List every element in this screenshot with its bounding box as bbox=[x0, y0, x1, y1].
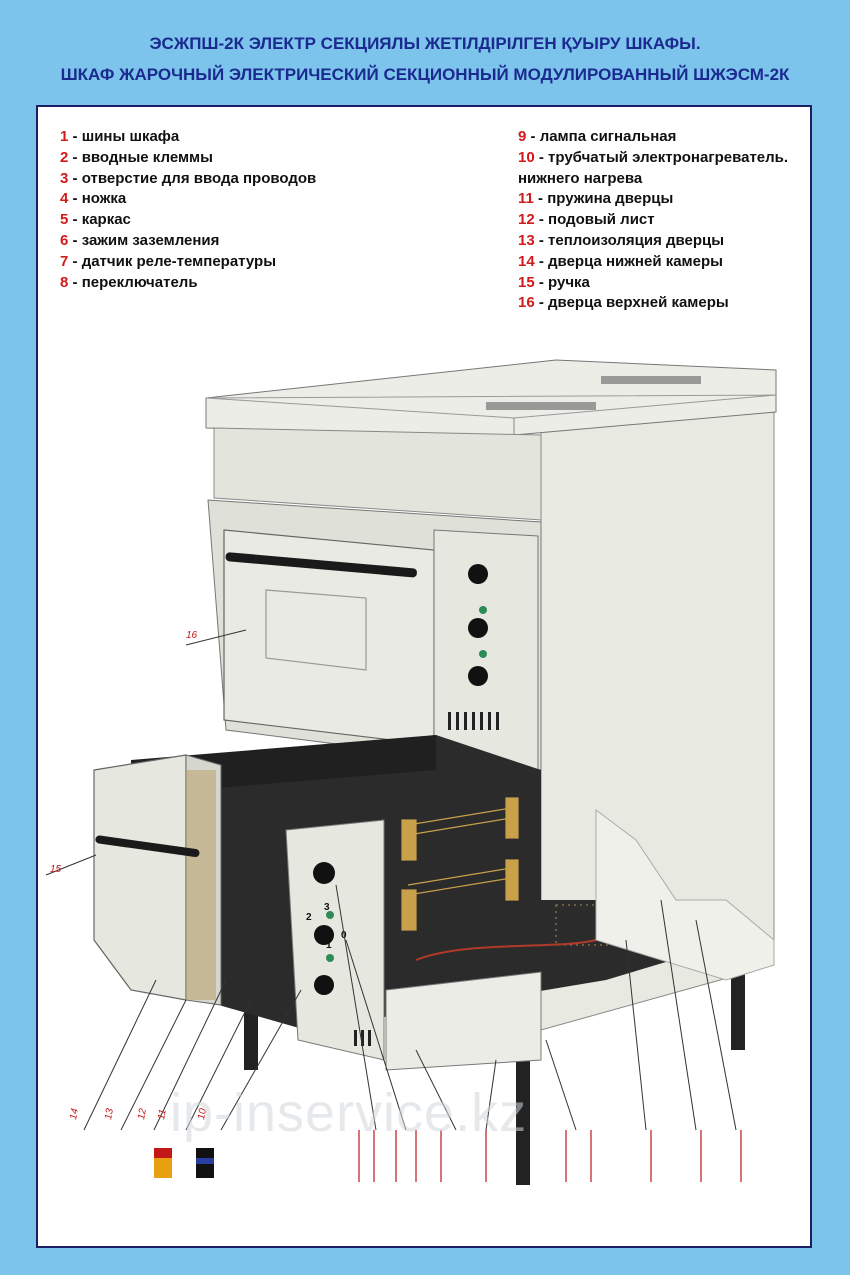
tag-12: 12 bbox=[136, 1107, 149, 1120]
lower-chamber-interior bbox=[121, 735, 706, 1030]
legend-item: 14 - дверца нижней камеры bbox=[518, 252, 723, 270]
lower-knob-3 bbox=[314, 975, 334, 995]
legend-left: 1 - шины шкафа 2 - вводные клеммы 3 - от… bbox=[60, 127, 316, 293]
title-russian: ШКАФ ЖАРОЧНЫЙ ЭЛЕКТРИЧЕСКИЙ СЕКЦИОННЫЙ М… bbox=[60, 65, 790, 84]
legend-item: 7 - датчик реле-температуры bbox=[60, 252, 277, 270]
upper-front-panel bbox=[213, 427, 542, 521]
door-insulation bbox=[186, 770, 216, 1000]
svg-text:3: 3 bbox=[324, 902, 330, 913]
watermark: ip-inservice.kz bbox=[170, 1083, 528, 1143]
oven-illustration: 2 1 0 3 16 15 14 bbox=[45, 359, 777, 1185]
legend-item: 3 - отверстие для ввода проводов bbox=[60, 169, 317, 187]
upper-door-handle bbox=[225, 552, 417, 578]
callout-ticks bbox=[358, 1130, 742, 1182]
legend-item: 16 - дверца верхней камеры bbox=[518, 294, 729, 312]
leader-lines bbox=[45, 629, 737, 1131]
tag-16: 16 bbox=[186, 630, 198, 641]
heating-elements bbox=[401, 797, 519, 931]
upper-vent bbox=[448, 712, 499, 730]
signal-lamp bbox=[479, 606, 487, 614]
lower-control-panel bbox=[285, 819, 385, 1061]
legend-item: 5 - каркас bbox=[60, 211, 131, 229]
legend-item: 8 - переключатель bbox=[60, 273, 198, 291]
svg-text:2: 2 bbox=[306, 912, 312, 923]
color-swatches bbox=[154, 1148, 214, 1178]
lower-vent bbox=[354, 1030, 371, 1046]
legend-item: 15 - ручка bbox=[518, 273, 590, 291]
legend-item: 4 - ножка bbox=[60, 190, 127, 208]
svg-text:1: 1 bbox=[326, 940, 332, 951]
lower-thermostat-knob bbox=[314, 925, 334, 945]
legend-item: 12 - подовый лист bbox=[518, 211, 655, 229]
lower-front-plate bbox=[385, 971, 542, 1071]
top-vents bbox=[486, 376, 701, 410]
legend-item: 11 - пружина дверцы bbox=[518, 190, 674, 208]
base-cutaway bbox=[595, 809, 775, 981]
title-kazakh: ЭСЖПШ-2К ЭЛЕКТР СЕКЦИЯЛЫ ЖЕТІЛДІРІЛГЕН Қ… bbox=[149, 34, 701, 53]
upper-control-panel bbox=[433, 529, 539, 771]
tag-13: 13 bbox=[103, 1107, 116, 1120]
tag-15: 15 bbox=[50, 864, 62, 875]
tag-10: 10 bbox=[196, 1107, 209, 1120]
legend-item: 6 - зажим заземления bbox=[60, 231, 220, 249]
legend-right: 9 - лампа сигнальная 10 - трубчатый элек… bbox=[518, 127, 788, 314]
legend-item: 9 - лампа сигнальная bbox=[518, 128, 677, 145]
upper-thermostat-knob bbox=[468, 618, 488, 638]
legend-item: 10 - трубчатый электронагреватель. bbox=[518, 148, 789, 166]
lower-chamber-door bbox=[93, 754, 187, 1001]
upper-switch-knob bbox=[468, 564, 488, 584]
lower-switch-knob bbox=[313, 862, 335, 884]
signal-lamp-2 bbox=[479, 650, 487, 658]
tag-14: 14 bbox=[68, 1107, 81, 1120]
legend-item: 2 - вводные клеммы bbox=[60, 148, 213, 166]
lower-door-handle bbox=[95, 835, 200, 858]
legend-item: 13 - теплоизоляция дверцы bbox=[518, 231, 725, 249]
tag-11: 11 bbox=[156, 1108, 169, 1120]
legend-item-continuation: нижнего нагрева bbox=[518, 169, 643, 187]
legend-item: 1 - шины шкафа bbox=[60, 128, 180, 145]
upper-knob-3 bbox=[468, 666, 488, 686]
